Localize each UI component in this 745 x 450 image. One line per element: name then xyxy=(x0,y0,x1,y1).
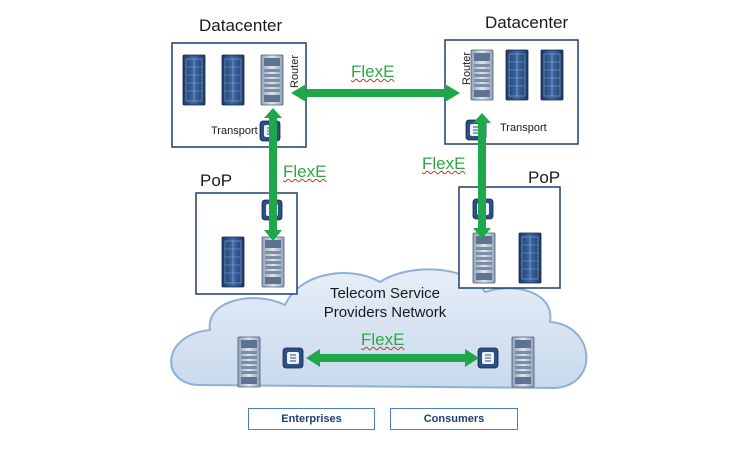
cloud-title-line1: Telecom Service xyxy=(329,285,441,302)
enterprises-button[interactable]: Enterprises xyxy=(248,408,375,430)
router-icon xyxy=(470,49,494,101)
datacenter-left-title: Datacenter xyxy=(199,16,283,35)
server-rack-icon xyxy=(221,54,245,106)
server-rack-icon xyxy=(221,236,245,288)
router-icon xyxy=(260,54,284,106)
router-label-right: Router xyxy=(461,52,473,85)
server-rack-icon xyxy=(518,232,542,284)
transport-device-icon xyxy=(282,347,304,369)
flexe-label-left: FlexE xyxy=(283,162,327,181)
datacenter-right-title: Datacenter xyxy=(485,13,569,32)
transport-label-left: Transport xyxy=(211,125,258,137)
router-icon xyxy=(261,236,285,288)
server-rack-icon xyxy=(505,49,529,101)
cloud-title-line2: Providers Network xyxy=(323,304,447,321)
pop-right-title: PoP xyxy=(528,168,561,187)
pop-left-title: PoP xyxy=(200,171,233,190)
consumers-button[interactable]: Consumers xyxy=(390,408,518,430)
flexe-label-right: FlexE xyxy=(422,154,466,173)
transport-label-right: Transport xyxy=(500,122,547,134)
flexe-link-arrow-right-vertical xyxy=(473,113,491,239)
router-icon xyxy=(237,336,261,388)
router-icon xyxy=(511,336,535,388)
flexe-link-arrow-datacenters xyxy=(291,84,460,102)
flexe-link-arrow-cloud xyxy=(306,349,479,367)
flexe-link-arrow-left-vertical xyxy=(264,108,282,241)
router-icon xyxy=(472,232,496,284)
server-rack-icon xyxy=(540,49,564,101)
cloud-title: Telecom Service Providers Network xyxy=(310,284,460,322)
transport-device-icon xyxy=(477,347,499,369)
flexe-label-cloud: FlexE xyxy=(361,330,405,349)
router-label-left: Router xyxy=(289,55,301,88)
server-rack-icon xyxy=(182,54,206,106)
flexe-label-top: FlexE xyxy=(351,62,395,81)
